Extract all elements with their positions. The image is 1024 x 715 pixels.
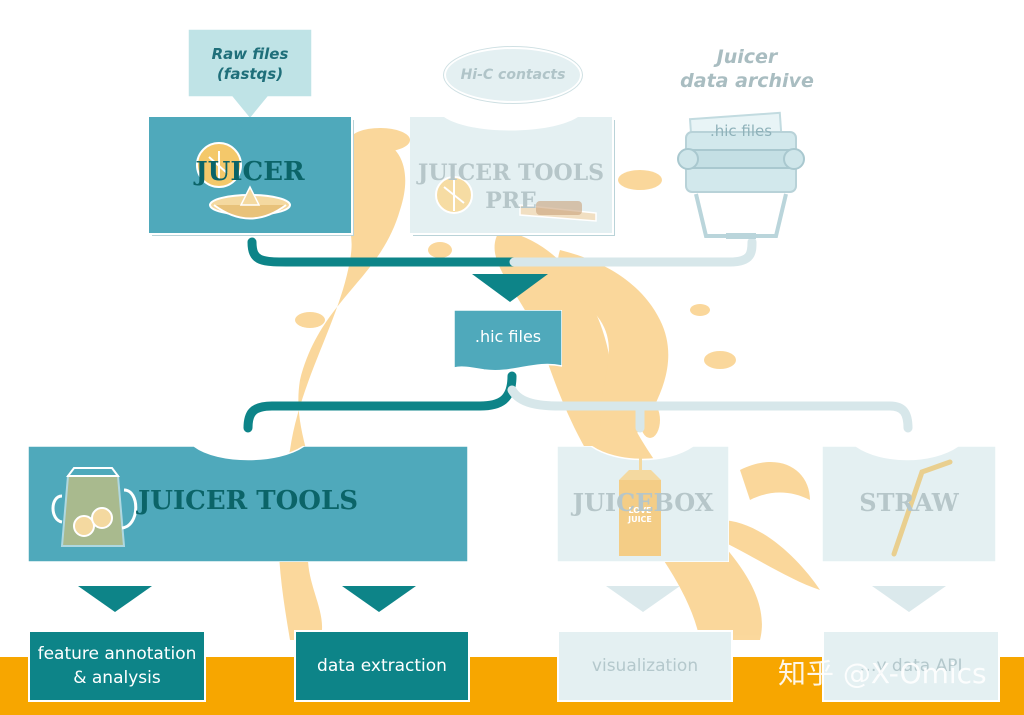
data-extraction-label: data extraction bbox=[317, 656, 447, 676]
juicer-tools-box: JUICER TOOLS bbox=[28, 446, 468, 562]
juicer-tools-pre-box: JUICER TOOLS PRE bbox=[410, 117, 612, 233]
lemon-juicer-icon bbox=[149, 117, 351, 233]
hic-contacts-ellipse: Hi-C contacts bbox=[444, 47, 582, 103]
visualization-label: visualization bbox=[591, 656, 699, 676]
rolodex-icon: .hic files bbox=[676, 106, 806, 246]
watermark: 知乎 @X-Omics bbox=[778, 657, 987, 690]
raw-files-tag: Raw files (fastqs) bbox=[188, 29, 312, 119]
pitcher-icon bbox=[51, 467, 138, 547]
straw-box: STRAW bbox=[822, 446, 996, 562]
archive-hic-files-label: .hic files bbox=[709, 122, 773, 140]
juicebox-box: LOVE JUICE JUICEBOX bbox=[557, 446, 729, 562]
straw-title: STRAW bbox=[859, 488, 959, 517]
arrow-visualization bbox=[606, 586, 680, 612]
connector-mid-right bbox=[507, 385, 913, 433]
connector-mid-stem bbox=[243, 371, 517, 433]
hic-files-label: .hic files bbox=[474, 326, 542, 346]
data-extraction-box: data extraction bbox=[294, 630, 470, 702]
feature-annotation-label: feature annotation & analysis bbox=[37, 644, 197, 688]
juicer-tools-pre-title: JUICER TOOLS PRE bbox=[417, 160, 605, 214]
hic-contacts-label: Hi-C contacts bbox=[460, 67, 566, 83]
juicer-title: JUICER bbox=[195, 157, 305, 187]
juicebox-title: JUICEBOX bbox=[572, 488, 714, 517]
visualization-box: visualization bbox=[557, 630, 733, 702]
lemon-knife-icon bbox=[410, 117, 612, 233]
hic-files-node: .hic files bbox=[454, 310, 562, 372]
arrow-api bbox=[872, 586, 946, 612]
raw-files-label: Raw files (fastqs) bbox=[211, 45, 289, 83]
connector-top-left bbox=[247, 237, 519, 267]
juicer-tools-title: JUICER TOOLS bbox=[138, 486, 359, 516]
connector-top-right bbox=[509, 237, 757, 267]
juice-carton-label: LOVE JUICE bbox=[628, 506, 652, 524]
juicer-box: JUICER bbox=[149, 117, 351, 233]
arrow-to-hic bbox=[472, 274, 548, 302]
juicer-archive-label: Juicer data archive bbox=[680, 46, 814, 92]
straw-icon bbox=[891, 459, 953, 557]
api-label: …y data API bbox=[859, 656, 963, 676]
juice-carton-icon bbox=[619, 458, 661, 556]
arrow-feature bbox=[78, 586, 152, 612]
arrow-extraction bbox=[342, 586, 416, 612]
api-box: …y data API bbox=[822, 630, 1000, 702]
feature-annotation-box: feature annotation & analysis bbox=[28, 630, 206, 702]
